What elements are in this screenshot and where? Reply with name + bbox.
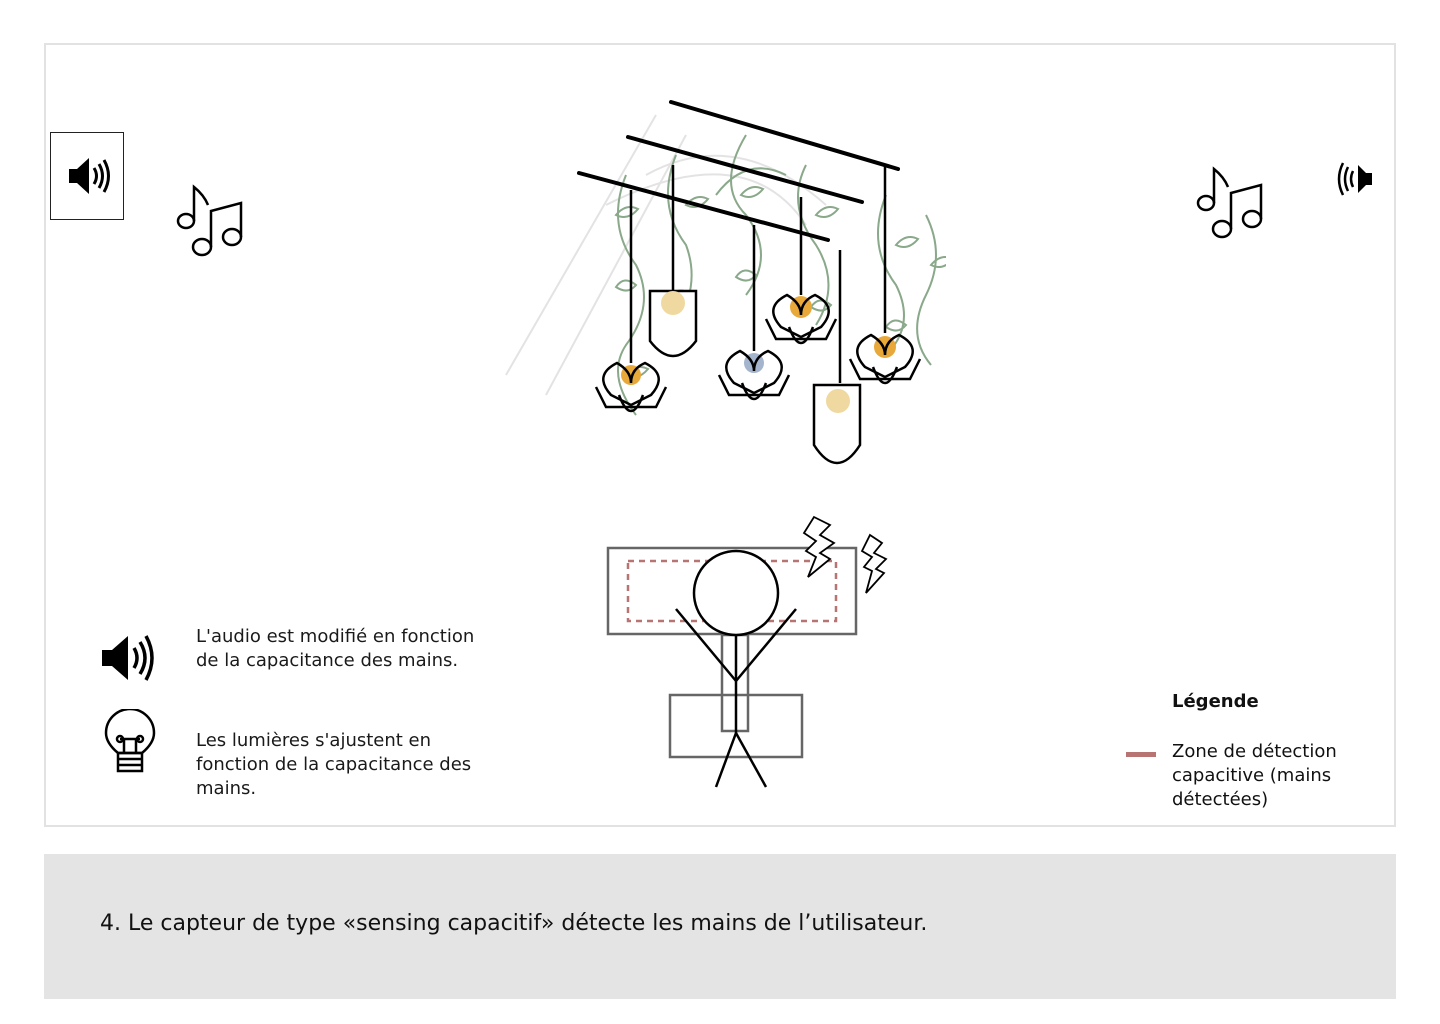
speaker-icon: [69, 158, 110, 194]
bulb: [661, 291, 685, 315]
caption-panel: 4. Le capteur de type «sensing capacitif…: [44, 854, 1396, 999]
audio-description: L'audio est modifié en fonction de la ca…: [196, 626, 475, 671]
vine-decoration: [617, 134, 937, 416]
stick-figure: [675, 549, 797, 788]
bulb: [826, 389, 850, 413]
lights-description: Les lumières s'ajustent en fonction de l…: [196, 730, 472, 799]
music-notes-icon: [176, 184, 243, 257]
illustration-panel: L'audio est modifié en fonction de la ca…: [44, 43, 1396, 827]
speaker-icon: [102, 635, 154, 681]
legend-swatch: [1126, 752, 1156, 757]
flower-lamp: [764, 293, 838, 345]
legend-item-label: Zone de détection capacitive (mains déte…: [1172, 741, 1337, 810]
speaker-icon: [1337, 162, 1372, 196]
flower-lamp: [848, 333, 922, 385]
flower-lamp: [594, 361, 668, 413]
music-notes-icon: [1196, 166, 1263, 239]
user-sensor-scene: [606, 515, 888, 788]
audio-toggle-button[interactable]: [50, 132, 124, 220]
legend-title: Légende: [1172, 691, 1259, 712]
pendant-chandelier: [505, 100, 946, 465]
step-caption: 4. Le capteur de type «sensing capacitif…: [100, 911, 928, 936]
lightbulb-icon: [104, 709, 156, 773]
flower-lamp: [717, 349, 791, 401]
lightning-icon: [802, 515, 888, 594]
